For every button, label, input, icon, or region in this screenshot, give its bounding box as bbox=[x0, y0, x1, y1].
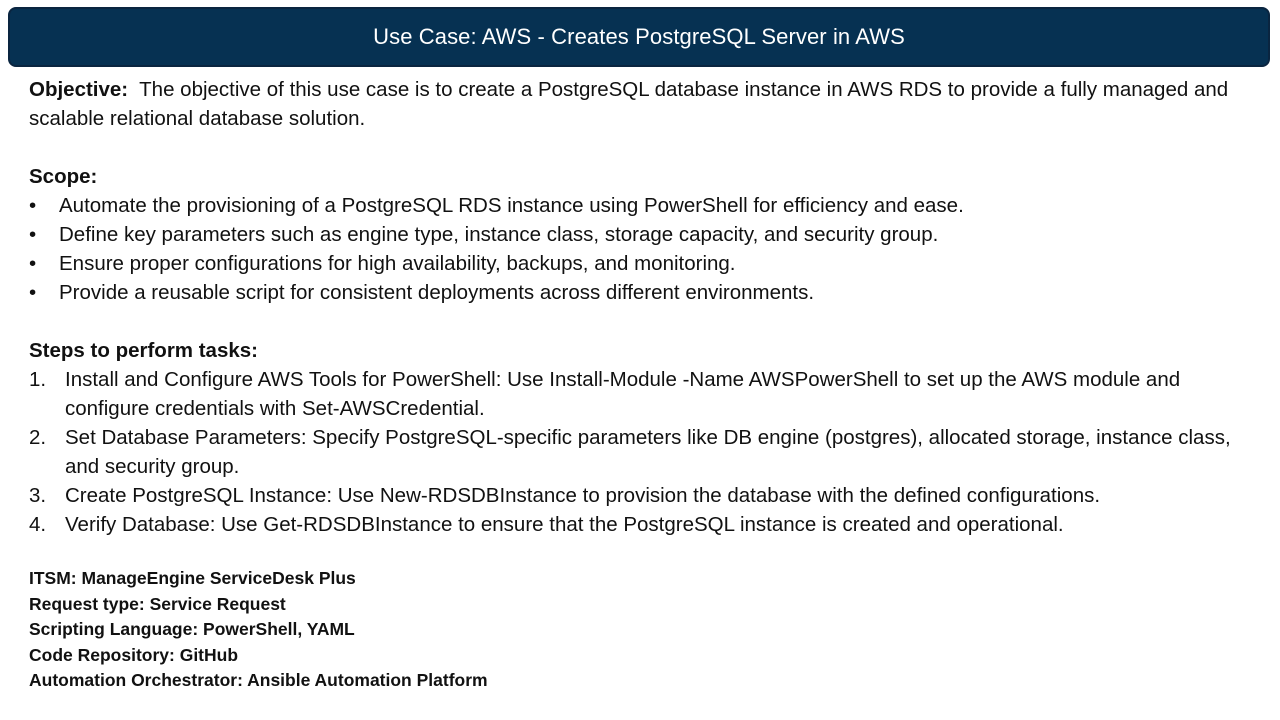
step-number: 1. bbox=[29, 368, 47, 391]
step-text: Set Database Parameters: Specify Postgre… bbox=[65, 426, 1231, 478]
request-type-line: Request type: Service Request bbox=[29, 593, 286, 614]
step-number: 3. bbox=[29, 484, 47, 507]
list-item: 3. Create PostgreSQL Instance: Use New-R… bbox=[29, 481, 1259, 510]
itsm-line: ITSM: ManageEngine ServiceDesk Plus bbox=[29, 568, 356, 588]
metadata-block: ITSM: ManageEngine ServiceDesk Plus Requ… bbox=[29, 566, 488, 694]
step-number: 4. bbox=[29, 513, 47, 536]
list-item: • Ensure proper configurations for high … bbox=[29, 249, 1259, 278]
automation-orchestrator-line: Automation Orchestrator: Ansible Automat… bbox=[29, 670, 488, 690]
spacer bbox=[29, 133, 1259, 162]
scope-item-text: Automate the provisioning of a PostgreSQ… bbox=[59, 194, 964, 217]
steps-list: 1. Install and Configure AWS Tools for P… bbox=[29, 365, 1259, 539]
objective-label: Objective: bbox=[29, 78, 129, 101]
step-text: Verify Database: Use Get-RDSDBInstance t… bbox=[65, 513, 1064, 536]
list-item: 1. Install and Configure AWS Tools for P… bbox=[29, 365, 1259, 423]
list-item: 2. Set Database Parameters: Specify Post… bbox=[29, 423, 1259, 481]
step-number: 2. bbox=[29, 426, 47, 449]
objective-paragraph: Objective: The objective of this use cas… bbox=[29, 75, 1259, 133]
scope-item-text: Ensure proper configurations for high av… bbox=[59, 252, 736, 275]
bullet-icon: • bbox=[29, 223, 37, 246]
list-item: • Provide a reusable script for consiste… bbox=[29, 278, 1259, 307]
objective-text: The objective of this use case is to cre… bbox=[29, 78, 1229, 130]
spacer bbox=[29, 307, 1259, 336]
bullet-icon: • bbox=[29, 252, 37, 275]
step-text: Create PostgreSQL Instance: Use New-RDSD… bbox=[65, 484, 1101, 507]
page-title: Use Case: AWS - Creates PostgreSQL Serve… bbox=[373, 24, 905, 49]
scope-heading: Scope: bbox=[29, 165, 98, 188]
scope-list: • Automate the provisioning of a Postgre… bbox=[29, 191, 1259, 307]
list-item: • Automate the provisioning of a Postgre… bbox=[29, 191, 1259, 220]
scope-item-text: Provide a reusable script for consistent… bbox=[59, 281, 815, 304]
steps-heading: Steps to perform tasks: bbox=[29, 339, 258, 362]
code-repository-line: Code Repository: GitHub bbox=[29, 644, 239, 665]
scripting-language-line: Scripting Language: PowerShell, YAML bbox=[29, 619, 355, 639]
bullet-icon: • bbox=[29, 194, 37, 217]
scope-item-text: Define key parameters such as engine typ… bbox=[59, 223, 939, 246]
title-banner: Use Case: AWS - Creates PostgreSQL Serve… bbox=[8, 7, 1270, 67]
list-item: • Define key parameters such as engine t… bbox=[29, 220, 1259, 249]
list-item: 4. Verify Database: Use Get-RDSDBInstanc… bbox=[29, 510, 1259, 539]
bullet-icon: • bbox=[29, 281, 37, 304]
main-content: Objective: The objective of this use cas… bbox=[29, 75, 1259, 539]
step-text: Install and Configure AWS Tools for Powe… bbox=[65, 368, 1181, 420]
